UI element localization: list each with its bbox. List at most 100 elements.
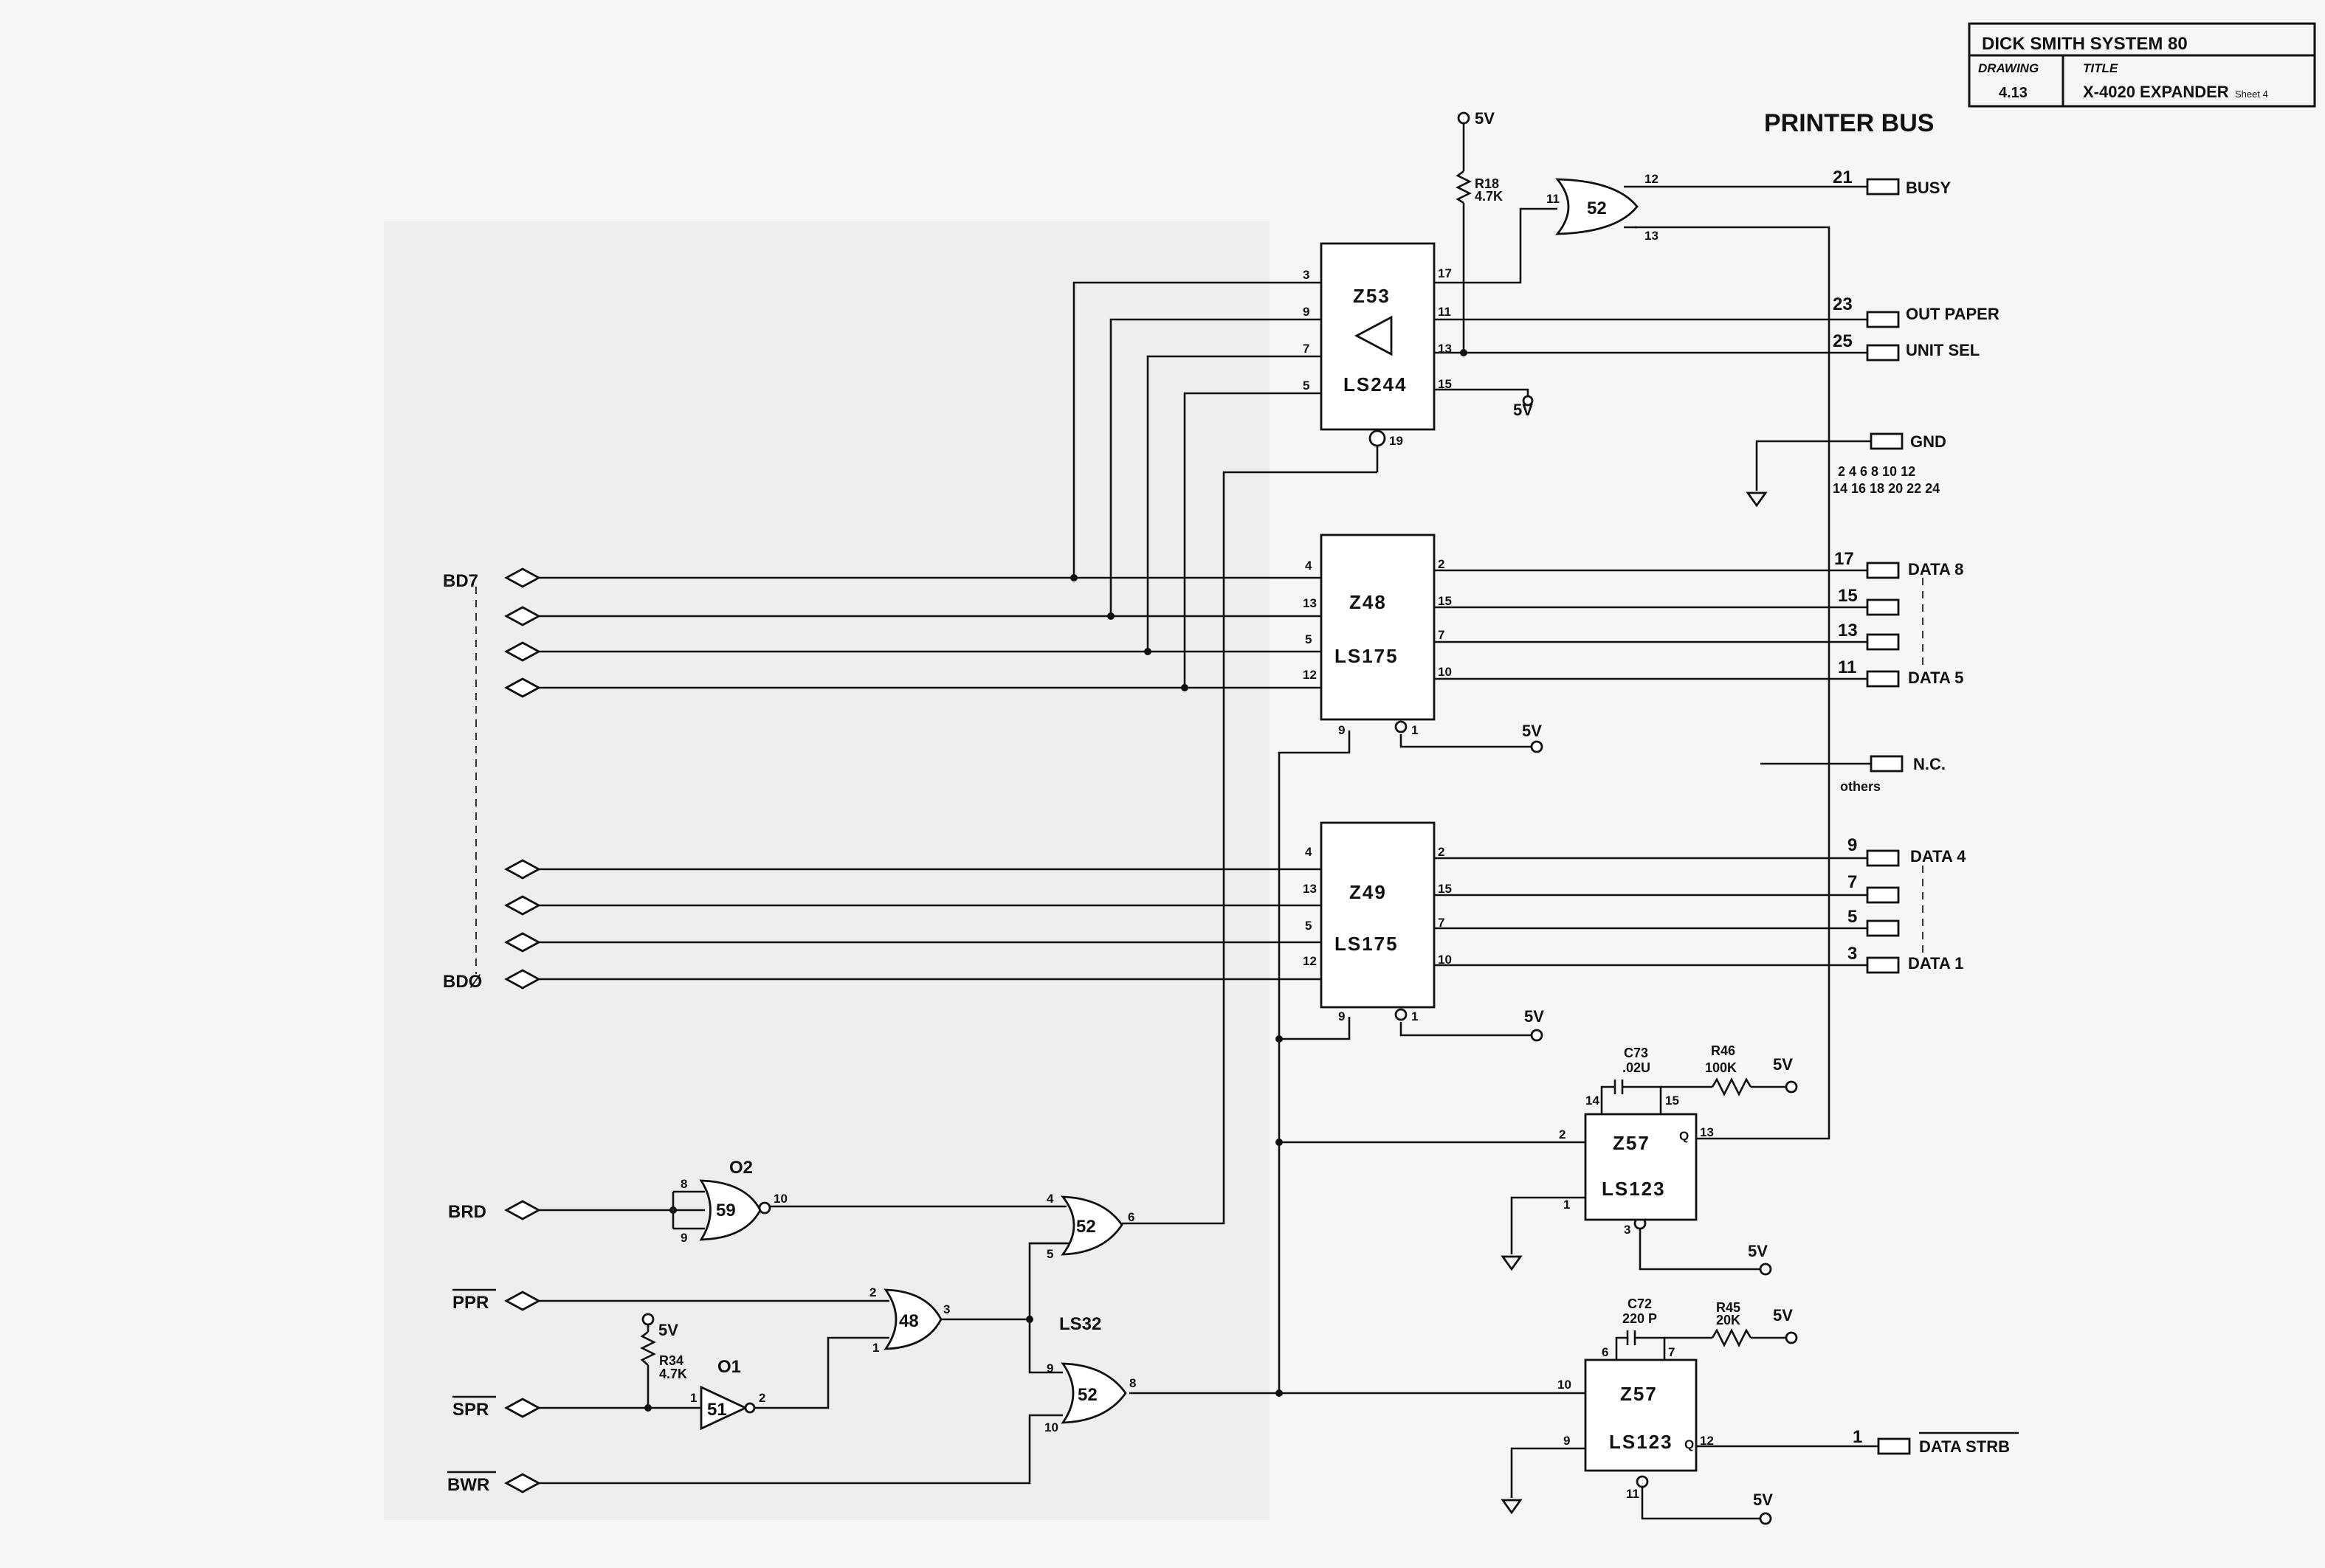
label-5v-z48: 5V (1522, 722, 1542, 740)
pin: 7 (1438, 628, 1444, 642)
pin: 9 (1338, 723, 1345, 737)
label-r46: R46 (1711, 1043, 1735, 1058)
pin: 8 (1129, 1376, 1136, 1390)
pin: 9 (1338, 1009, 1345, 1023)
label-data8: DATA 8 (1908, 560, 1963, 578)
label-r34: R34 (659, 1353, 683, 1368)
label-r18: R18 (1475, 176, 1499, 191)
port-brd (504, 1200, 541, 1220)
label-c73-value: .02U (1622, 1060, 1650, 1075)
pin-15: 15 (1838, 586, 1858, 606)
label-5v-r18: 5V (1475, 109, 1495, 128)
pin: 7 (1438, 916, 1444, 930)
pin-13: 13 (1838, 621, 1858, 640)
label-gnd: GND (1910, 432, 1946, 451)
pin: 2 (1559, 1127, 1566, 1142)
label-5v-r45: 5V (1773, 1306, 1793, 1324)
chip-z49-name: Z49 (1349, 881, 1387, 903)
label-data5: DATA 5 (1908, 669, 1963, 687)
label-5v-z53: 5V (1513, 401, 1533, 419)
label-5v-z57a: 5V (1748, 1242, 1768, 1260)
port-bd1 (504, 932, 541, 953)
chip-z57b-name: Z57 (1620, 1383, 1658, 1405)
port-bd3 (504, 859, 541, 880)
junctions (644, 349, 1467, 1412)
pin: 17 (1438, 266, 1452, 280)
pin: 5 (1305, 632, 1312, 646)
chip-z49-type: LS175 (1334, 933, 1399, 955)
port-bd6 (504, 606, 541, 626)
pin-q: Q (1684, 1437, 1694, 1451)
gate-id: 59 (716, 1201, 736, 1220)
pin: 3 (1303, 268, 1309, 282)
pin-out-paper: 23 (1833, 294, 1853, 314)
connector-pins (1866, 178, 1911, 1455)
pin: 10 (1438, 953, 1452, 967)
pin: 2 (759, 1391, 765, 1405)
label-strobe: DATA STRB (1919, 1437, 2010, 1456)
pin-q: Q (1679, 1129, 1689, 1143)
chip-z57a-type: LS123 (1602, 1178, 1666, 1200)
gate-51: 51 1 2 O1 (690, 1357, 765, 1431)
pin: 4 (1047, 1192, 1054, 1206)
chip-z53-name: Z53 (1353, 285, 1391, 307)
gate-52-mid: 52 4 5 6 (1030, 1192, 1157, 1261)
label-busy: BUSY (1906, 179, 1951, 197)
port-bd2 (504, 895, 541, 916)
label-bwr: BWR (447, 1475, 489, 1495)
chip-z48-name: Z48 (1349, 591, 1387, 613)
pin: 15 (1665, 1094, 1679, 1108)
port-ppr (504, 1291, 541, 1311)
pin: 2 (1438, 845, 1444, 859)
gate-id: 52 (1078, 1385, 1098, 1405)
label-nc: N.C. (1913, 755, 1946, 773)
pin: 7 (1303, 342, 1309, 356)
pin: 12 (1644, 172, 1658, 186)
gate-52-top: 52 11 12 13 (1546, 172, 1658, 243)
pin: 10 (1557, 1378, 1571, 1392)
chip-z53-type: LS244 (1343, 373, 1408, 396)
pin: 11 (1438, 305, 1451, 319)
pin: 13 (1438, 342, 1452, 356)
pin-busy: 21 (1833, 167, 1853, 187)
chip-z57a: Z57 LS123 14 15 2 13 Q 1 3 (1559, 1094, 1714, 1237)
label-r18-value: 4.7K (1475, 189, 1503, 204)
pin: 8 (681, 1177, 687, 1191)
pin-strobe: 1 (1853, 1427, 1862, 1447)
label-bd7: BD7 (443, 571, 478, 591)
pin-data5: 11 (1838, 657, 1856, 677)
pin: 1 (690, 1391, 697, 1405)
title-block: DICK SMITH SYSTEM 80 DRAWING 4.13 TITLE … (1968, 22, 2316, 108)
label-unit-sel: UNIT SEL (1906, 341, 1980, 359)
port-bd0 (504, 969, 541, 990)
port-bd5 (504, 641, 541, 662)
chip-z48: Z48 LS175 4 13 5 12 2 15 7 10 9 1 (1303, 533, 1452, 737)
pin: 10 (774, 1192, 788, 1206)
pin-unit-sel: 25 (1833, 331, 1853, 351)
gate-id: 52 (1587, 198, 1607, 218)
pin: 3 (1624, 1223, 1630, 1237)
port-spr (504, 1398, 541, 1418)
pin: 9 (1563, 1434, 1570, 1448)
label-data1: DATA 1 (1908, 954, 1963, 973)
gate-48: 48 2 1 3 (869, 1285, 950, 1355)
label-r45-value: 20K (1716, 1313, 1740, 1327)
chip-z53: Z53 LS244 3 9 7 5 17 11 13 15 19 (1303, 242, 1452, 448)
chip-z57b: Z57 LS123 6 7 10 9 12 Q 11 (1557, 1345, 1714, 1501)
label-5v-r34: 5V (658, 1321, 678, 1339)
gate-52-bot: 52 9 10 8 (1044, 1361, 1136, 1434)
chip-z57a-name: Z57 (1613, 1132, 1650, 1154)
pin: 9 (1303, 305, 1309, 319)
wires (475, 111, 1923, 1525)
label-spr: SPR (452, 1400, 489, 1420)
chip-z48-type: LS175 (1334, 645, 1399, 667)
gate-59: 59 8 9 10 O2 (681, 1158, 788, 1245)
pin: 19 (1389, 434, 1403, 448)
pin-7: 7 (1847, 872, 1857, 892)
label-bd0: BDØ (443, 972, 482, 992)
pin: 13 (1644, 229, 1658, 243)
label-r45: R45 (1716, 1300, 1740, 1315)
heading-printer-bus: PRINTER BUS (1764, 109, 1934, 137)
pin: 12 (1700, 1434, 1714, 1448)
